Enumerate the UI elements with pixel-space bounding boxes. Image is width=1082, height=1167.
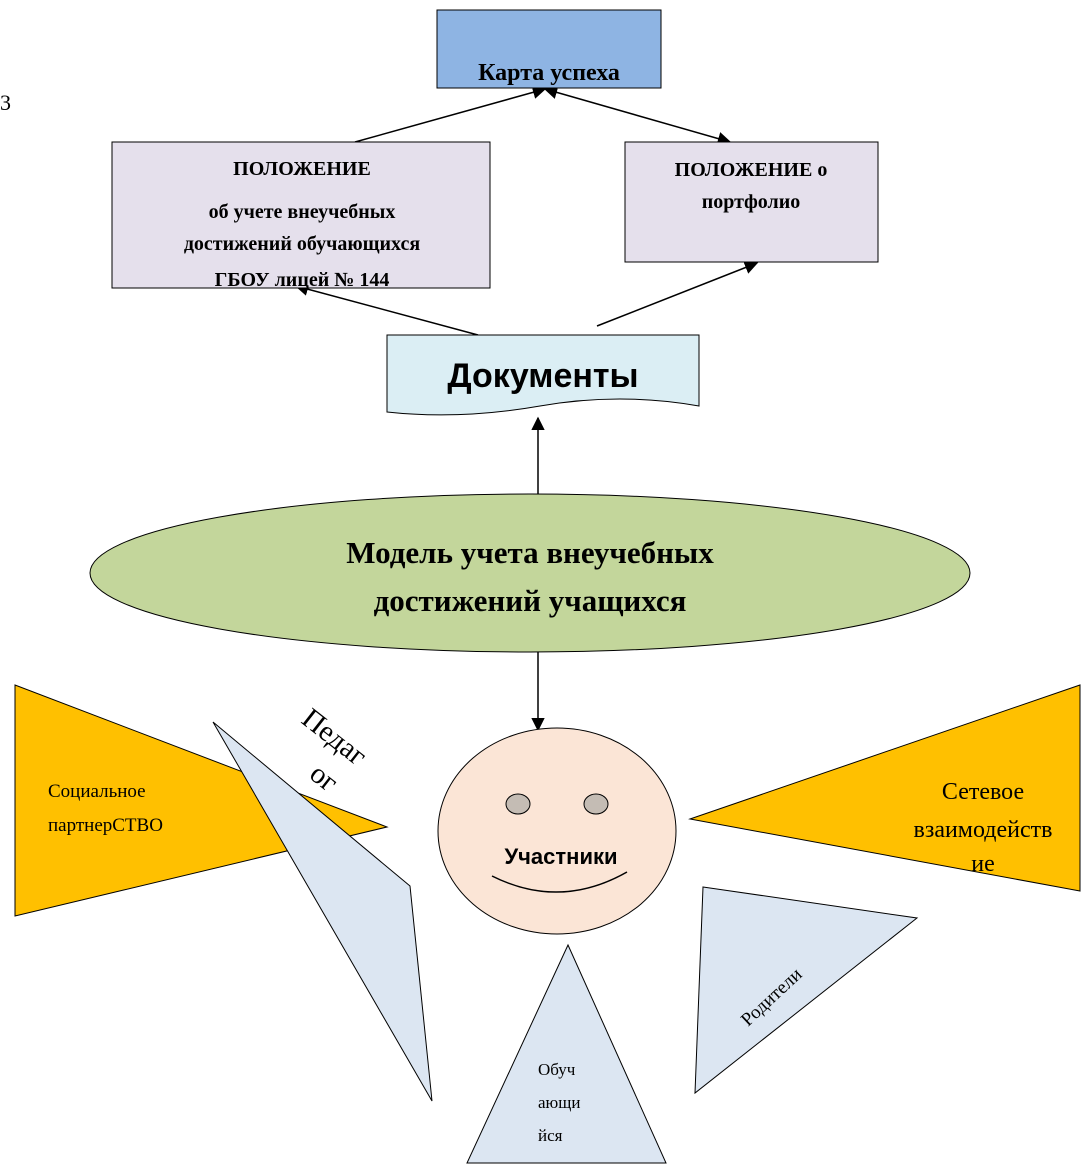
participants-label: Участники [504,844,617,869]
network-interaction-line1: Сетевое [942,779,1024,805]
students-line3: йся [538,1126,563,1145]
connector-map-to-right [543,85,732,146]
connector-docs-to-left [294,282,479,336]
model-label-line1: Модель учета внеучебных [346,535,714,570]
teacher-triangle-body [212,721,433,1102]
network-interaction-line2: взаимодейств [914,817,1053,843]
success-map-box: Карта успеха [436,9,662,89]
edge-fragment-label: 3 [0,90,11,115]
regulation-extracurricular-box: ПОЛОЖЕНИЕ об учете внеучебных достижений… [111,141,491,291]
regulation-left-line3: достижений обучающихся [184,233,421,255]
regulation-portfolio-box: ПОЛОЖЕНИЕ о портфолио [624,141,879,263]
connector-docs-to-right [596,261,759,327]
documents-label: Документы [447,357,638,395]
regulation-right-line1: ПОЛОЖЕНИЕ о [675,159,828,181]
model-label-line2: достижений учащихся [374,583,687,618]
model-ellipse: Модель учета внеучебных достижений учащи… [89,493,971,653]
teacher-line1: Педаг [296,702,373,772]
regulation-left-line2: об учете внеучебных [209,201,396,223]
regulation-left-line4: ГБОУ лицей № 144 [215,269,390,291]
smile-icon [491,871,628,893]
social-partnership-triangle: Социальное партнерСТВО [14,684,389,917]
social-partnership-line1: Социальное [48,781,146,802]
connector-left-to-map [354,85,547,143]
parents-triangle: Родители [694,886,919,1095]
network-interaction-triangle: Сетевое взаимодейств ие [688,684,1081,892]
teacher-line2: ог [304,757,345,799]
students-triangle: Обуч ающи йся [466,943,667,1164]
students-line1: Обуч [538,1060,576,1079]
right-eye-icon [583,793,609,815]
left-eye-icon [505,793,531,815]
network-interaction-line3: ие [971,851,995,877]
regulation-right-line2: портфолио [702,191,801,213]
documents-box: Документы [386,334,700,416]
regulation-left-line1: ПОЛОЖЕНИЕ [233,158,371,180]
social-partnership-line2: партнерСТВО [48,815,163,836]
participants-face: Участники [437,727,677,935]
students-line2: ающи [538,1093,580,1112]
success-map-label: Карта успеха [478,60,620,86]
